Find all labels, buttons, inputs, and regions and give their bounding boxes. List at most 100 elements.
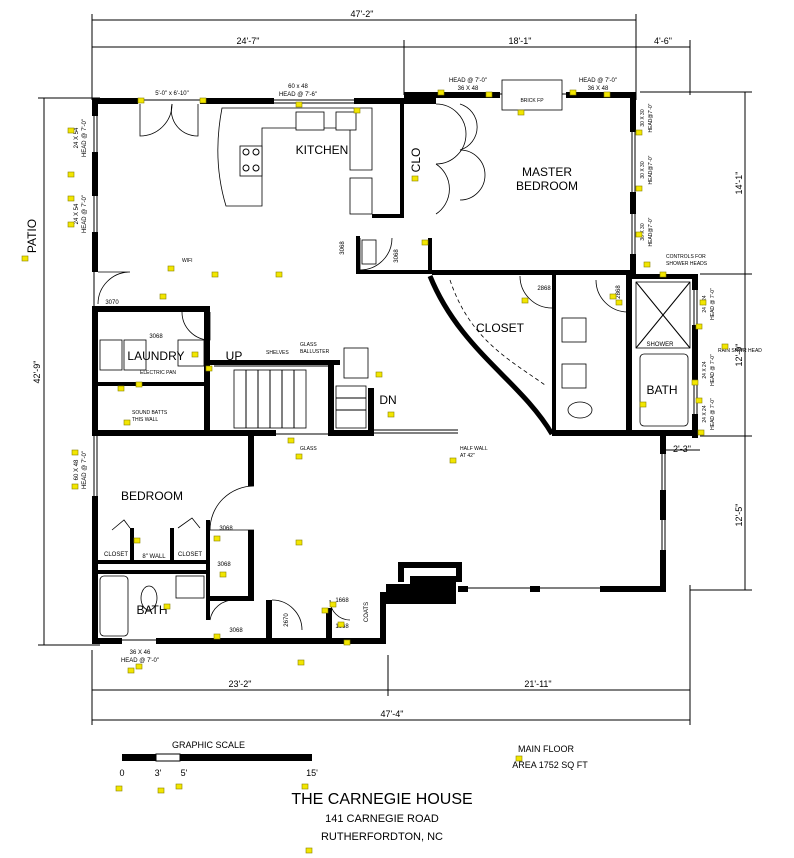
comment-marker-icon[interactable] (421, 239, 429, 246)
comment-marker-icon[interactable] (157, 787, 165, 794)
note-kitchen-window-1: 60 x 48 (288, 84, 308, 90)
note-r-win-2: 30 X 30 (640, 161, 646, 178)
comment-marker-icon[interactable] (521, 297, 529, 304)
comment-marker-icon[interactable] (159, 293, 167, 300)
comment-marker-icon[interactable] (387, 411, 395, 418)
comment-marker-icon[interactable] (569, 89, 577, 96)
room-shower: SHOWER (647, 342, 675, 348)
comment-marker-icon[interactable] (205, 365, 213, 372)
comment-marker-icon[interactable] (135, 381, 143, 388)
note-r-win-5: 24 X 24 (702, 361, 708, 378)
comment-marker-icon[interactable] (127, 667, 135, 674)
comment-marker-icon[interactable] (603, 91, 611, 98)
note-left-win-b1: 24 X 54 (74, 203, 80, 224)
doors (97, 103, 629, 631)
comment-marker-icon[interactable] (485, 91, 493, 98)
room-master-line1: MASTER (522, 165, 572, 179)
comment-marker-icon[interactable] (71, 449, 79, 456)
note-r-win-1b: HEAD@7'-0" (648, 103, 654, 132)
note-glass-baluster-2: BALLUSTER (300, 349, 330, 355)
scale-tick-0: 0 (119, 768, 124, 778)
room-bedroom: BEDROOM (121, 489, 183, 503)
comment-marker-icon[interactable] (123, 419, 131, 426)
note-brick-fp: BRICK FP (520, 98, 544, 104)
comment-marker-icon[interactable] (213, 535, 221, 542)
comment-marker-icon[interactable] (691, 379, 699, 386)
note-shelves: SHELVES (266, 350, 289, 356)
comment-marker-icon[interactable] (643, 261, 651, 268)
note-bath-win-1: 36 X 46 (130, 650, 151, 656)
comment-marker-icon[interactable] (219, 571, 227, 578)
comment-marker-icon[interactable] (295, 453, 303, 460)
comment-marker-icon[interactable] (133, 537, 141, 544)
comment-marker-icon[interactable] (21, 255, 29, 262)
dim-bottom-left: 23'-2" (229, 679, 252, 689)
comment-marker-icon[interactable] (517, 109, 525, 116)
note-sound-batts-1: SOUND BATTS (132, 410, 168, 416)
note-door-2868-bath: 2868 (616, 285, 622, 299)
dim-right-upper: 14'-1" (734, 172, 744, 195)
comment-marker-icon[interactable] (449, 457, 457, 464)
comment-marker-icon[interactable] (163, 603, 171, 610)
comment-marker-icon[interactable] (695, 397, 703, 404)
scale-tick-3: 3' (155, 768, 162, 778)
comment-marker-icon[interactable] (437, 89, 445, 96)
comment-marker-icon[interactable] (721, 343, 729, 350)
annotations: 5'-0" x 6'-10" 60 x 48 HEAD @ 7'-6" HEAD… (74, 78, 762, 664)
comment-marker-icon[interactable] (67, 195, 75, 202)
comment-marker-icon[interactable] (659, 271, 667, 278)
title-block-city: RUTHERFORDTON, NC (321, 831, 443, 843)
comment-marker-icon[interactable] (609, 293, 617, 300)
comment-marker-icon[interactable] (67, 127, 75, 134)
scale-bar-5-15 (180, 754, 312, 761)
room-clo: CLO (409, 148, 423, 173)
comment-marker-icon[interactable] (115, 785, 123, 792)
comment-marker-icon[interactable] (635, 231, 643, 238)
note-door-2868-closet: 2868 (537, 286, 551, 292)
comment-marker-icon[interactable] (67, 171, 75, 178)
note-kitchen-window-2: HEAD @ 7'-6" (279, 92, 317, 98)
comment-marker-icon[interactable] (515, 755, 523, 762)
comment-marker-icon[interactable] (343, 639, 351, 646)
note-door-1668-a: 1668 (335, 598, 349, 604)
comment-marker-icon[interactable] (329, 601, 337, 608)
comment-marker-icon[interactable] (137, 97, 145, 104)
comment-marker-icon[interactable] (135, 663, 143, 670)
comment-marker-icon[interactable] (697, 429, 705, 436)
comment-marker-icon[interactable] (117, 385, 125, 392)
comment-marker-icon[interactable] (321, 607, 329, 614)
comment-marker-icon[interactable] (695, 323, 703, 330)
stairs (214, 365, 367, 429)
comment-marker-icon[interactable] (213, 633, 221, 640)
comment-marker-icon[interactable] (305, 847, 313, 854)
dim-overall-bottom: 47'-4" (381, 709, 404, 719)
comment-marker-icon[interactable] (635, 129, 643, 136)
comment-marker-icon[interactable] (639, 401, 647, 408)
dim-top-mid: 18'-1" (509, 36, 532, 46)
comment-marker-icon[interactable] (295, 539, 303, 546)
comment-marker-icon[interactable] (211, 271, 219, 278)
room-kitchen: KITCHEN (296, 143, 349, 157)
comment-marker-icon[interactable] (191, 351, 199, 358)
comment-marker-icon[interactable] (199, 97, 207, 104)
comment-marker-icon[interactable] (615, 299, 623, 306)
interior-walls (92, 104, 692, 620)
comment-marker-icon[interactable] (275, 271, 283, 278)
comment-marker-icon[interactable] (375, 371, 383, 378)
comment-marker-icon[interactable] (71, 483, 79, 490)
comment-marker-icon[interactable] (337, 621, 345, 628)
comment-marker-icon[interactable] (67, 221, 75, 228)
room-labels: KITCHEN MASTER BEDROOM CLOSET CLO LAUNDR… (25, 143, 678, 622)
title-block-address: 141 CARNEGIE ROAD (325, 813, 439, 825)
comment-marker-icon[interactable] (295, 101, 303, 108)
comment-marker-icon[interactable] (699, 299, 707, 306)
comment-marker-icon[interactable] (301, 783, 309, 790)
windows (93, 93, 698, 641)
comment-marker-icon[interactable] (635, 185, 643, 192)
comment-marker-icon[interactable] (167, 265, 175, 272)
comment-marker-icon[interactable] (297, 659, 305, 666)
comment-marker-icon[interactable] (287, 437, 295, 444)
comment-marker-icon[interactable] (353, 107, 361, 114)
comment-marker-icon[interactable] (175, 783, 183, 790)
comment-marker-icon[interactable] (411, 175, 419, 182)
